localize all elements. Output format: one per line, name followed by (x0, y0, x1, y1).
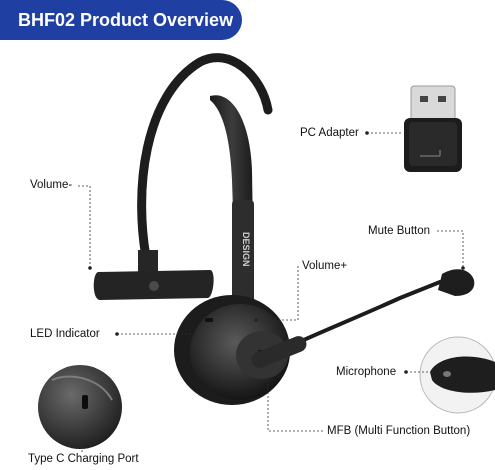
pc-adapter-label: PC Adapter (300, 127, 359, 139)
head-pad (93, 250, 214, 300)
volume-plus-label: Volume+ (302, 260, 348, 272)
boom-microphone (251, 269, 475, 368)
usb-adapter (404, 85, 462, 172)
page-title: BHF02 Product Overview (0, 0, 242, 40)
headband-brand-text: DESIGN (241, 232, 251, 267)
microphone-zoom-circle (419, 336, 495, 414)
type-c-port-label: Type C Charging Port (28, 453, 139, 465)
led-indicator-label: LED Indicator (30, 328, 100, 340)
microphone-label: Microphone (336, 366, 397, 378)
volume-minus-label: Volume- (30, 179, 73, 191)
headband: DESIGN (137, 53, 273, 310)
mute-button-label: Mute Button (368, 225, 431, 237)
type-c-zoom-circle (38, 365, 122, 449)
mfb-label: MFB (Multi Function Button) (327, 425, 471, 437)
leader-lines (78, 132, 464, 452)
